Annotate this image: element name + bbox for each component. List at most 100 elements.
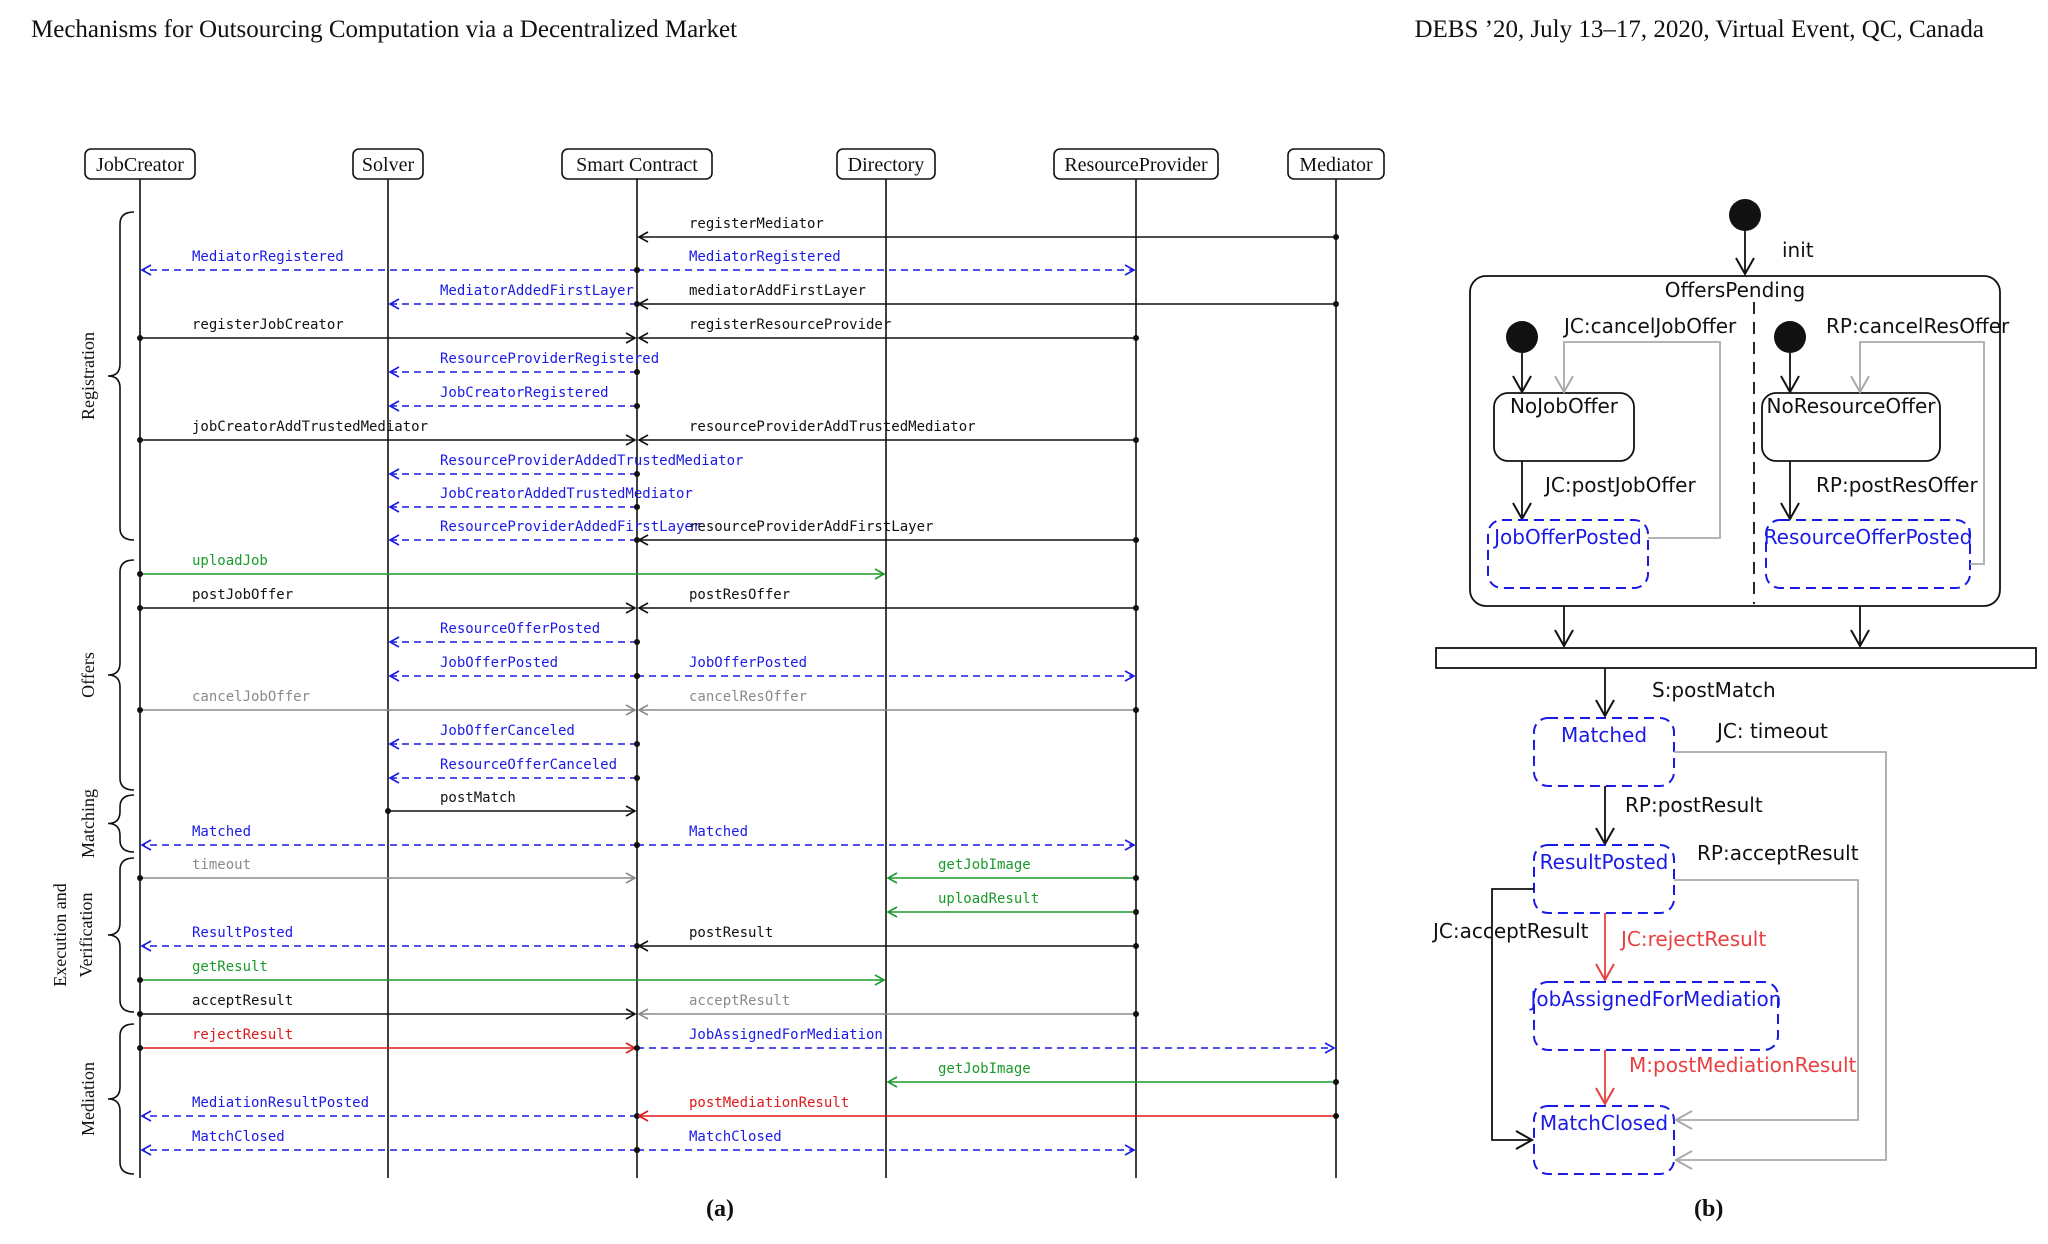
message-origin-dot: [1133, 437, 1139, 443]
message-label: timeout: [192, 857, 251, 873]
rp-accept-result-transition: [1673, 879, 1859, 1130]
post-match-label: S:postMatch: [1652, 678, 1776, 702]
init-label: init: [1782, 238, 1814, 262]
message-origin-dot: [137, 875, 143, 881]
message-label: Matched: [689, 824, 748, 840]
message-origin-dot: [1133, 1011, 1139, 1017]
message-origin-dot: [1133, 875, 1139, 881]
initial-state-dot: [1729, 199, 1761, 231]
res-initial-dot: [1774, 321, 1806, 353]
message-label: MatchClosed: [192, 1129, 285, 1145]
message-origin-dot: [137, 1045, 143, 1051]
message-origin-dot: [634, 673, 640, 679]
post-result-label: RP:postResult: [1625, 793, 1763, 817]
post-job-offer-label: JC:postJobOffer: [1543, 473, 1696, 497]
message-origin-dot: [137, 605, 143, 611]
message-label: uploadResult: [938, 891, 1039, 907]
message-origin-dot: [1333, 1113, 1339, 1119]
message-label: JobCreatorAddedTrustedMediator: [440, 486, 693, 502]
job-offer-posted-state-label: JobOfferPosted: [1492, 525, 1642, 549]
phase-brace: [107, 559, 135, 791]
message-label: acceptResult: [192, 993, 293, 1009]
phase-brace: [107, 857, 135, 1013]
actor-label: JobCreator: [96, 154, 184, 176]
job-assigned-for-mediation-state-label: JobAssignedForMediation: [1529, 987, 1782, 1011]
message-label: ResourceProviderRegistered: [440, 351, 659, 367]
matched-state-label: Matched: [1561, 723, 1647, 747]
message-origin-dot: [634, 267, 640, 273]
timeout-label: JC: timeout: [1715, 719, 1828, 743]
message-origin-dot: [1333, 301, 1339, 307]
actor-label: Directory: [848, 154, 925, 176]
message-origin-dot: [1133, 537, 1139, 543]
message-label: registerMediator: [689, 216, 824, 232]
message-origin-dot: [1133, 707, 1139, 713]
phase-brace: [107, 794, 135, 853]
cancel-res-offer-transition: [1850, 341, 1985, 565]
message-label: cancelJobOffer: [192, 689, 310, 705]
message-origin-dot: [634, 775, 640, 781]
message-origin-dot: [1333, 234, 1339, 240]
actor-box: [1287, 148, 1385, 180]
actor-box: [836, 148, 936, 180]
message-origin-dot: [634, 1045, 640, 1051]
message-origin-dot: [137, 707, 143, 713]
message-label: MediationResultPosted: [192, 1095, 369, 1111]
message-origin-dot: [634, 369, 640, 375]
match-closed-state-label: MatchClosed: [1540, 1111, 1668, 1135]
message-label: resourceProviderAddTrustedMediator: [689, 419, 976, 435]
message-origin-dot: [1133, 943, 1139, 949]
no-job-offer-label: NoJobOffer: [1510, 394, 1619, 418]
message-origin-dot: [137, 977, 143, 983]
resource-offer-posted-state: [1765, 519, 1971, 589]
phase-brace: [107, 1023, 135, 1175]
cancel-res-offer-label: RP:cancelResOffer: [1826, 314, 2010, 338]
caption-b: (b): [1694, 1196, 1724, 1222]
message-origin-dot: [137, 1011, 143, 1017]
phase-label: Verification: [76, 893, 96, 978]
message-label: rejectResult: [192, 1027, 293, 1043]
message-origin-dot: [634, 403, 640, 409]
actor-box: [1053, 148, 1219, 180]
message-label: registerResourceProvider: [689, 317, 891, 333]
message-origin-dot: [634, 741, 640, 747]
resource-offer-posted-state-label: ResourceOfferPosted: [1764, 525, 1973, 549]
message-label: postJobOffer: [192, 587, 293, 603]
message-label: MatchClosed: [689, 1129, 782, 1145]
rp-accept-result-label: RP:acceptResult: [1697, 841, 1859, 865]
actor-label: ResourceProvider: [1064, 154, 1208, 176]
jc-accept-result-transition: [1491, 888, 1535, 1150]
actor-label: Solver: [362, 154, 415, 176]
message-origin-dot: [137, 335, 143, 341]
message-label: Matched: [192, 824, 251, 840]
message-origin-dot: [634, 1147, 640, 1153]
m-post-mediation-label: M:postMediationResult: [1629, 1053, 1857, 1077]
actor-box: [561, 148, 713, 180]
message-origin-dot: [137, 571, 143, 577]
message-label: JobAssignedForMediation: [689, 1027, 883, 1043]
message-label: ResourceOfferCanceled: [440, 757, 617, 773]
message-label: getJobImage: [938, 857, 1031, 873]
cancel-job-offer-label: JC:cancelJobOffer: [1562, 314, 1737, 338]
message-label: uploadJob: [192, 553, 268, 569]
message-label: ResourceOfferPosted: [440, 621, 600, 637]
message-label: getResult: [192, 959, 268, 975]
state-diagram: initOffersPendingNoJobOfferJC:postJobOff…: [1431, 199, 2037, 1175]
message-label: JobOfferPosted: [440, 655, 558, 671]
message-origin-dot: [1333, 1079, 1339, 1085]
message-label: resourceProviderAddFirstLayer: [689, 519, 933, 535]
result-posted-state-label: ResultPosted: [1540, 850, 1669, 874]
jc-reject-result-label: JC:rejectResult: [1619, 927, 1766, 951]
post-res-offer-label: RP:postResOffer: [1816, 473, 1978, 497]
job-assigned-for-mediation-state: [1533, 981, 1779, 1051]
message-label: mediatorAddFirstLayer: [689, 283, 866, 299]
job-offer-posted-state: [1487, 519, 1649, 589]
message-origin-dot: [634, 471, 640, 477]
message-label: acceptResult: [689, 993, 790, 1009]
actor-box: [84, 148, 196, 180]
match-closed-state: [1533, 1105, 1675, 1175]
message-label: ResourceProviderAddedFirstLayer: [440, 519, 701, 535]
message-origin-dot: [1133, 909, 1139, 915]
